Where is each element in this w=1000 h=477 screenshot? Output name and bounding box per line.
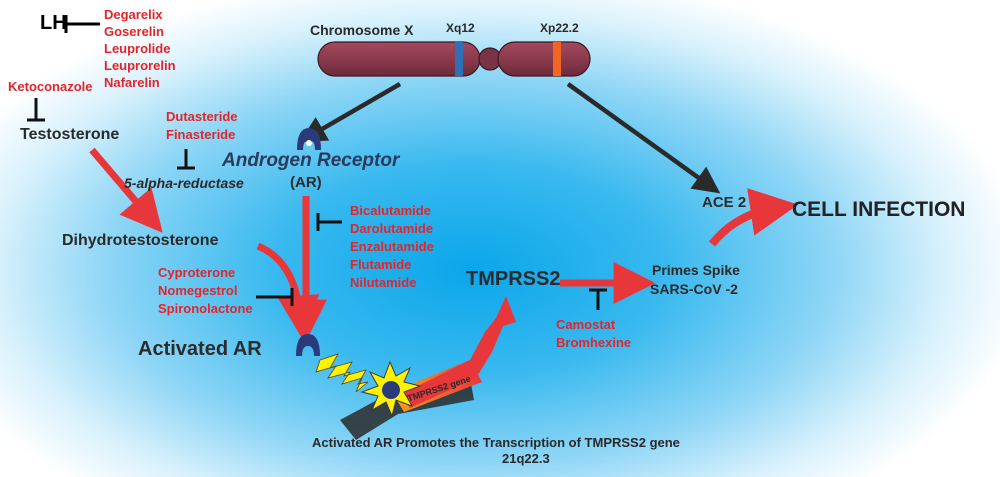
drug-cyproterone: Cyproterone [158,265,236,280]
arrow-testosterone-to-dht [89,147,163,233]
arrow-dht-to-activated [256,242,320,338]
chromosome-label: Chromosome X [310,22,414,38]
drug-bicalutamide: Bicalutamide [350,203,431,218]
androgen-receptor-icon [297,128,321,150]
activated-ar-icon [296,334,320,356]
sars-cov-2-label: SARS-CoV -2 [650,281,738,297]
drug-spironolactone: Spironolactone [158,301,253,316]
drug-bromhexine: Bromhexine [556,335,632,350]
reductase-drug-list: Dutasteride Finasteride [166,108,238,144]
modulator-inhibition [256,288,294,306]
transcription-locus: 21q22.3 [502,451,550,466]
drug-degarelix: Degarelix [104,7,163,22]
ar-gene-binding-burst [360,360,422,418]
testosterone-label: Testosterone [20,126,120,143]
band-xp22 [553,42,561,76]
arrow-chromosome-to-ar [299,82,402,143]
drug-enzalutamide: Enzalutamide [350,239,434,254]
antagonist-drug-list: Bicalutamide Darolutamide Enzalutamide F… [350,202,434,292]
arrow-chromosome-to-ace2 [566,82,721,194]
arrow-gene-to-tmprss2 [400,296,516,408]
ace2-label: ACE 2 [702,194,747,211]
primes-spike-label: Primes Spike [652,262,740,278]
drug-nafarelin: Nafarelin [104,75,160,90]
transcription-caption: Activated AR Promotes the Transcription … [312,435,680,450]
androgen-receptor-label: Androgen Receptor [222,150,400,171]
lh-inhibition [64,15,100,33]
antagonist-inhibition [316,213,342,231]
reductase-label: 5-alpha-reductase [124,175,244,191]
lightning-bolt-icon [315,353,369,393]
camostat-inhibition [589,288,607,310]
reductase-inhibition [177,149,195,170]
band-xq12 [455,42,463,76]
modulator-drug-list: Cyproterone Nomegestrol Spironolactone [158,264,253,318]
lh-label: LH [40,12,67,34]
drug-leuprorelin: Leuprorelin [104,58,176,73]
drug-flutamide: Flutamide [350,257,412,272]
drug-darolutamide: Darolutamide [350,221,434,236]
ketoconazole-inhibition [27,98,45,122]
cell-infection-label: CELL INFECTION [792,198,966,221]
gnrh-drug-list: Degarelix Goserelin Leuprolide Leuprorel… [104,6,176,91]
drug-finasteride: Finasteride [166,127,236,142]
drug-ketoconazole: Ketoconazole [8,79,93,94]
drug-nomegestrol: Nomegestrol [158,283,238,298]
drug-dutasteride: Dutasteride [166,109,238,124]
band-xq12-label: Xq12 [446,21,475,35]
tmprss2-label: TMPRSS2 [466,268,561,290]
band-xp22-label: Xp22.2 [540,21,579,35]
arrow-primes-to-infection [708,188,799,247]
tmprss2-inhibitor-list: Camostat Bromhexine [556,316,631,352]
activated-ar-label: Activated AR [138,338,262,360]
drug-nilutamide: Nilutamide [350,275,417,290]
drug-goserelin: Goserelin [104,24,164,39]
dht-label: Dihydrotestosterone [62,232,219,249]
drug-leuprolide: Leuprolide [104,41,171,56]
drug-camostat: Camostat [556,317,616,332]
chromosome-x [317,41,591,77]
androgen-receptor-abbr: (AR) [290,174,322,191]
